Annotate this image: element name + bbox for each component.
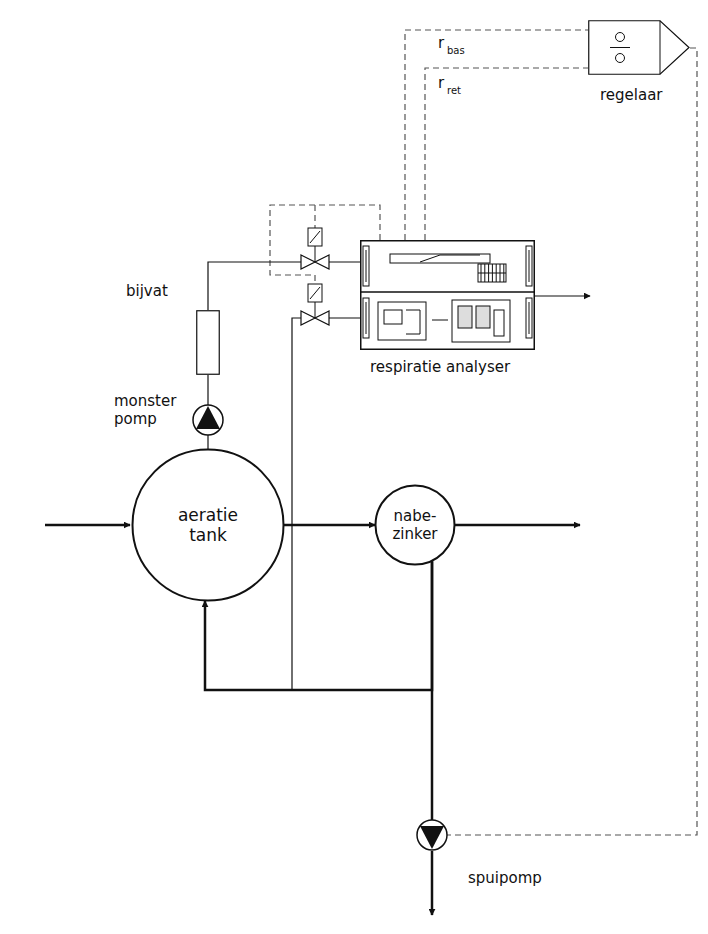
purge-pump: spuipomp [416, 819, 448, 851]
buffer-vessel: bijvat [196, 310, 220, 375]
node-label: respiratie analyser [370, 358, 510, 376]
control-signal [314, 205, 315, 228]
influent-line [45, 524, 130, 527]
node-label: spuipomp [468, 869, 542, 887]
sample-pump-outline [192, 404, 224, 436]
signal-line [405, 30, 588, 240]
signal-name: r [438, 76, 444, 91]
signal-subscript: bas [447, 46, 465, 56]
drain-line [535, 295, 590, 296]
pipe-line [207, 375, 208, 405]
node-label: bijvat [126, 282, 168, 300]
buffer-vessel-outline [196, 310, 220, 375]
sample-pump: monster pomp [192, 404, 224, 436]
node-label: regelaar [600, 86, 663, 104]
aeration-tank: aeratie tank [131, 448, 285, 602]
settling-tank: nabe- zinker [374, 484, 456, 566]
controller-outline [588, 20, 690, 75]
signal-subscript: ret [447, 86, 461, 96]
valve-symbol [301, 228, 329, 269]
sludge-out-line [431, 851, 434, 915]
pipe-line [208, 262, 360, 310]
pipe-line [207, 435, 208, 449]
signal-line [447, 48, 697, 835]
signal-line [425, 68, 588, 240]
node-label: monster pomp [114, 392, 178, 428]
respiration-analyser-outline [360, 240, 535, 350]
signal-name: r [438, 36, 444, 51]
node-label: nabe- zinker [384, 507, 446, 543]
purge-pump-outline [416, 819, 448, 851]
respiration-analyser: respiratie analyser [360, 240, 535, 350]
controller: regelaar [588, 20, 690, 75]
valve-symbol [301, 284, 329, 325]
effluent-line [452, 524, 580, 527]
node-label: aeratie tank [166, 505, 250, 546]
pipe-line [284, 524, 375, 527]
